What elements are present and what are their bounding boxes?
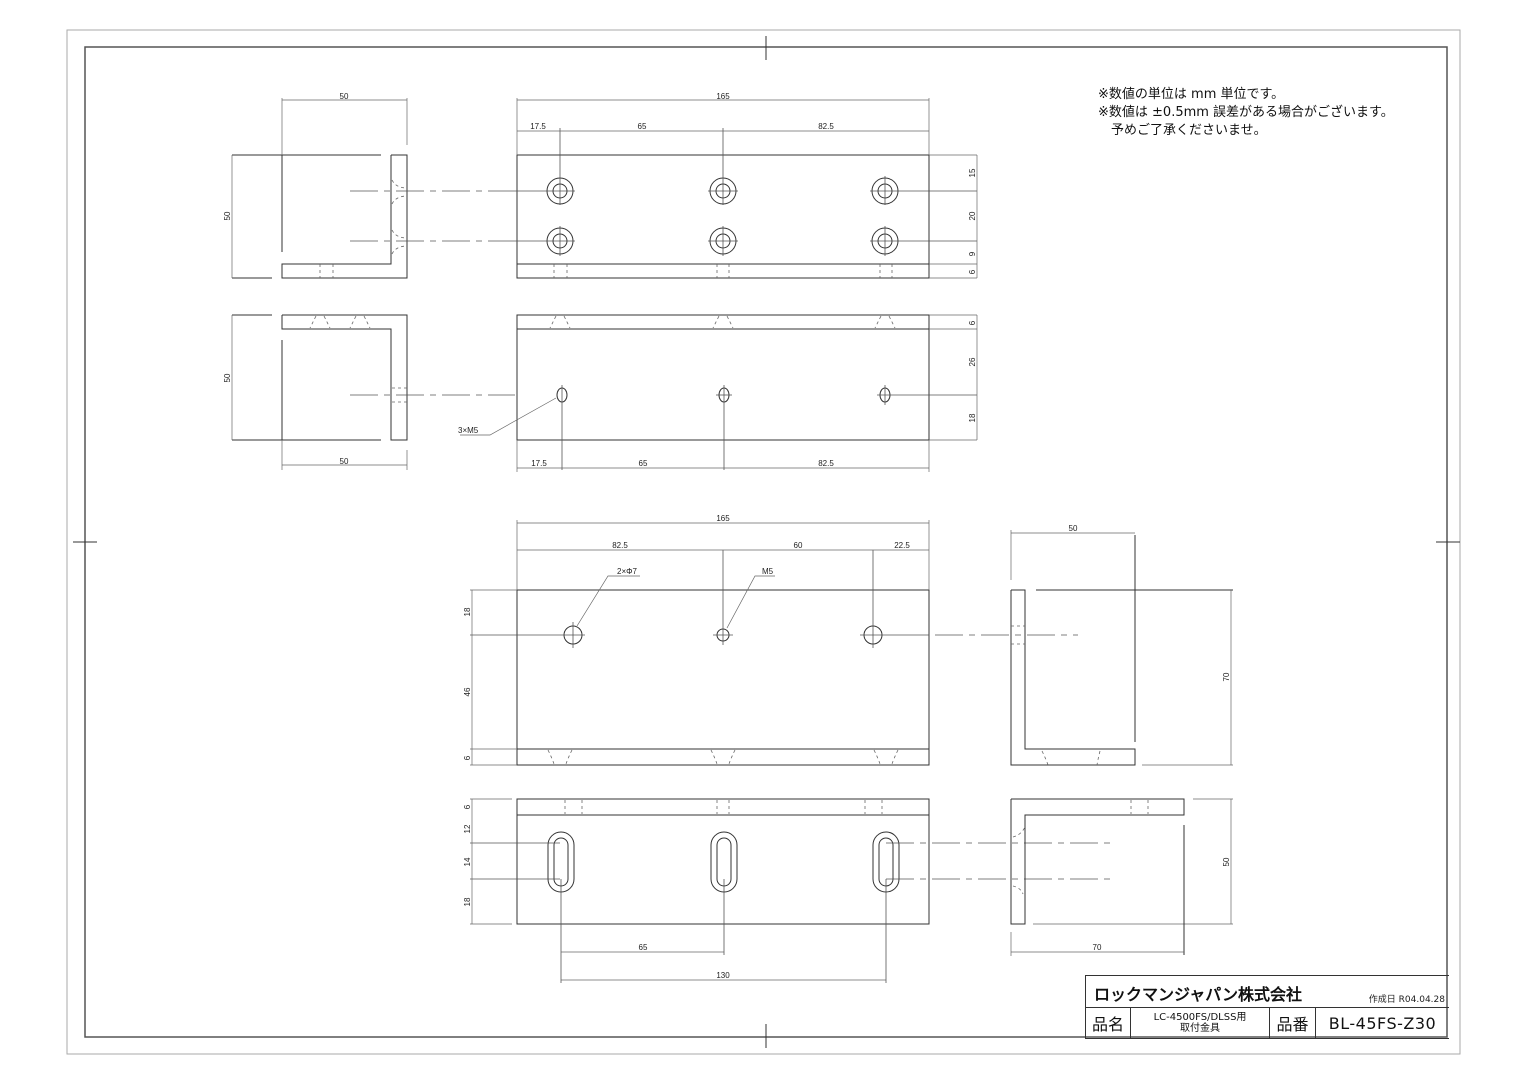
view1-side: 50 50: [223, 92, 510, 279]
dim-label: 6: [968, 269, 977, 274]
callout-label: 3×M5: [458, 426, 479, 435]
dim-label: 22.5: [894, 541, 910, 550]
dim-label: 9: [968, 251, 977, 256]
product-name: LC-4500FS/DLSS用 取付金具: [1131, 1008, 1270, 1038]
dim-label: 6: [463, 804, 472, 809]
dim-label: 6: [968, 320, 977, 325]
dim-label: 20: [968, 211, 977, 220]
dim-label: 6: [463, 755, 472, 760]
outer-frame: [66, 29, 1461, 1055]
dim-label: 18: [463, 897, 472, 906]
note-line: ※数値は ±0.5mm 誤差がある場合がございます。: [1098, 105, 1394, 120]
note-line: 予めご了承くださいませ。: [1098, 123, 1267, 138]
dim-label: 70: [1222, 672, 1231, 681]
dim-label: 65: [639, 943, 648, 952]
dim-label: 60: [794, 541, 803, 550]
note-line: ※数値の単位は mm 単位です。: [1098, 87, 1285, 102]
dim-label: 165: [716, 92, 730, 101]
dim-label: 50: [1222, 857, 1231, 866]
dim-label: 50: [223, 211, 232, 220]
product-number-label: 品番: [1270, 1008, 1316, 1038]
drawing-notes: ※数値の単位は mm 単位です。 ※数値は ±0.5mm 誤差がある場合がござい…: [1098, 86, 1394, 140]
product-name-line1: LC-4500FS/DLSS用: [1153, 1012, 1247, 1023]
company-name: ロックマンジャパン株式会社: [1094, 985, 1303, 1004]
dim-label: 18: [463, 607, 472, 616]
dim-label: 15: [968, 168, 977, 177]
dim-label: 12: [463, 824, 472, 833]
dim-label: 70: [1093, 943, 1102, 952]
callout-label: M5: [762, 567, 774, 576]
dim-label: 82.5: [818, 122, 834, 131]
dim-label: 17.5: [530, 122, 546, 131]
title-block-company-row: ロックマンジャパン株式会社 作成日 R04.04.28: [1086, 976, 1449, 1008]
dim-label: 65: [639, 459, 648, 468]
dim-label: 17.5: [531, 459, 547, 468]
dim-label: 82.5: [818, 459, 834, 468]
product-name-label: 品名: [1086, 1008, 1131, 1038]
created-date: 作成日 R04.04.28: [1368, 995, 1445, 1005]
dim-label: 46: [463, 687, 472, 696]
dim-label: 18: [968, 413, 977, 422]
inner-frame: [84, 46, 1448, 1038]
view3-front: 2×Φ7 M5 165 82.5 60 22.5 18 46 6: [463, 514, 1078, 766]
dim-label: 130: [716, 971, 730, 980]
dim-label: 50: [1069, 524, 1078, 533]
title-block-product-row: 品名 LC-4500FS/DLSS用 取付金具 品番 BL-45FS-Z30: [1086, 1008, 1449, 1038]
callout-label: 2×Φ7: [617, 567, 638, 576]
view4-front: 6 12 14 18 65 130: [463, 798, 1110, 983]
dim-label: 14: [463, 857, 472, 866]
dim-label: 50: [223, 373, 232, 382]
title-block: ロックマンジャパン株式会社 作成日 R04.04.28 品名 LC-4500FS…: [1085, 975, 1449, 1039]
view1-front: 165 17.5 65 82.5 15 20 9 6: [510, 92, 978, 279]
view2-front: 3×M5 6 26 18 17.5 65 82.5: [458, 314, 978, 472]
dim-label: 82.5: [612, 541, 628, 550]
dim-label: 65: [638, 122, 647, 131]
view4-side: 50 70: [1010, 798, 1233, 956]
view3-side: 50 70: [1010, 524, 1233, 766]
dim-label: 50: [340, 457, 349, 466]
dim-label: 50: [340, 92, 349, 101]
product-name-line2: 取付金具: [1180, 1023, 1220, 1034]
view2-side: 50 50: [223, 314, 515, 470]
dim-label: 165: [716, 514, 730, 523]
product-number: BL-45FS-Z30: [1328, 1013, 1437, 1033]
dim-label: 26: [968, 357, 977, 366]
